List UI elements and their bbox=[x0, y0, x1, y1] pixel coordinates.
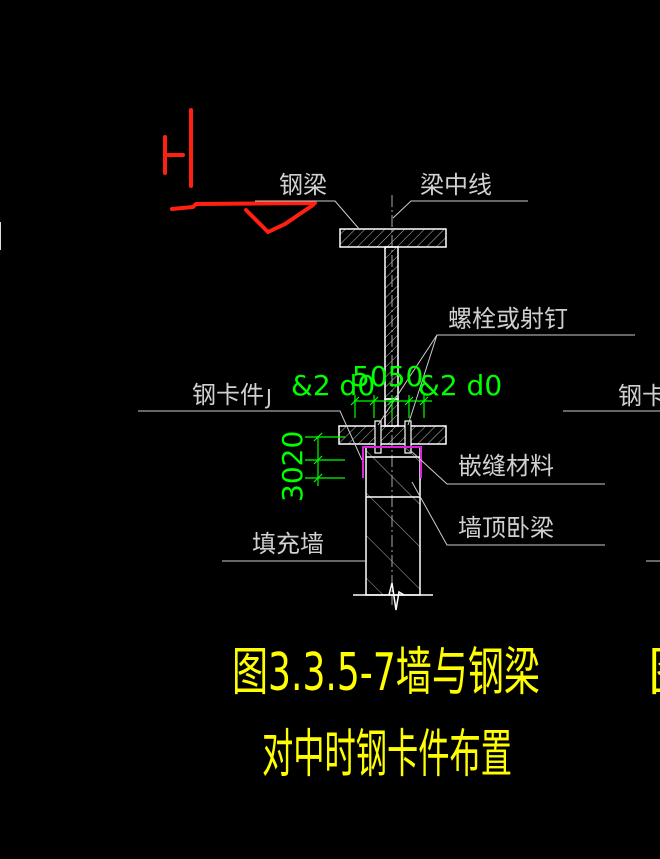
dimension-lines bbox=[305, 395, 432, 486]
figure-title-line1: 图3.3.5-7墙与钢梁 bbox=[232, 643, 540, 703]
label-beam-centerline: 梁中线 bbox=[420, 171, 492, 199]
dim-left-spacing: &2 d0 bbox=[291, 369, 375, 402]
red-annotation bbox=[163, 108, 317, 235]
infill-wall bbox=[353, 446, 433, 611]
dim-right-spacing: &2 d0 bbox=[418, 369, 502, 402]
figure-title-line2: 对中时钢卡件布置 bbox=[262, 725, 512, 785]
label-right-partial: 钢卡 bbox=[618, 382, 660, 410]
label-steel-clip: 钢卡件 bbox=[192, 381, 264, 409]
steel-beam bbox=[338, 228, 447, 445]
leader-lines bbox=[138, 200, 660, 562]
dim-vertical: 3020 bbox=[276, 431, 309, 502]
figure-title-right-partial: 图 bbox=[648, 643, 660, 703]
label-clip-mark: J bbox=[264, 385, 272, 409]
label-steel-beam: 钢梁 bbox=[279, 171, 327, 199]
label-bolt-or-nail: 螺栓或射钉 bbox=[448, 305, 568, 333]
label-infill-wall: 填充墙 bbox=[252, 530, 324, 558]
label-caulking: 嵌缝材料 bbox=[458, 452, 554, 480]
steel-clip bbox=[362, 446, 422, 478]
dim-center-spacing: 5050 bbox=[352, 360, 423, 393]
label-wall-top-beam: 墙顶卧梁 bbox=[458, 514, 554, 542]
